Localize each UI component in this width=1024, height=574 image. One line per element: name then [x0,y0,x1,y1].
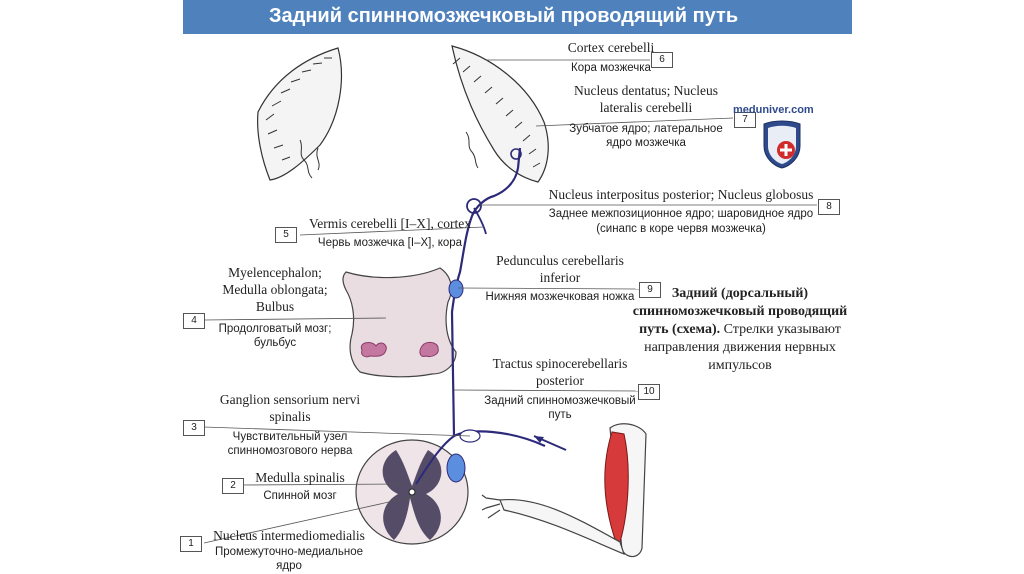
label-8-russian-line1: Заднее межпозиционное ядро; шаровидное я… [545,207,817,221]
label-4-russian-line1: Продолговатый мозг; [210,322,340,336]
label-4-russian-line2: бульбус [210,336,340,350]
figure-caption: Задний (дорсальный) спинномозжечковый пр… [620,285,860,375]
label-2-russian: Спинной мозг [245,489,355,503]
olive-left [361,343,386,357]
posterior-tract-marker [447,454,465,482]
label-9-latin-line2: inferior [480,270,640,286]
label-4-latin-line2: Medulla oblongata; [210,282,340,298]
hand [482,495,500,518]
label-10-russian-line1: Задний спинномозжечковый [482,394,638,408]
label-8-russian-line2: (синапс в коре червя мозжечка) [545,222,817,236]
label-3-latin-line2: spinalis [210,409,370,425]
label-4-latin-line3: Bulbus [210,299,340,315]
label-8-number: 8 [818,199,840,215]
label-7-russian-line2: ядро мозжечка [556,136,736,150]
label-3-number: 3 [183,420,205,436]
label-10-latin-line1: Tractus spinocerebellaris [482,356,638,372]
forearm-bones [500,500,624,554]
label-4-number: 4 [183,313,205,329]
label-3-russian-line1: Чувствительный узел [210,430,370,444]
cerebellum-left-hemisphere [258,48,342,180]
label-2-number: 2 [222,478,244,494]
label-5-number: 5 [275,227,297,243]
label-6-russian: Кора мозжечка [556,61,666,75]
cerebellum-right-hemisphere [452,46,548,182]
label-5-russian: Червь мозжечка [I–X], кора [300,236,480,250]
label-10-latin-line2: posterior [482,373,638,389]
label-7-russian-line1: Зубчатое ядро; латеральное [556,122,736,136]
label-8-latin: Nucleus interpositus posterior; Nucleus … [545,187,817,203]
label-10-number: 10 [638,384,660,400]
label-4-latin-line1: Myelencephalon; [210,265,340,281]
label-6-latin: Cortex cerebelli [556,40,666,56]
shield-logo-icon [760,118,804,170]
label-10-russian-line2: путь [482,408,638,422]
label-5-latin: Vermis cerebelli [I–X], cortex [300,216,480,232]
label-7-latin-line1: Nucleus dentatus; Nucleus [556,83,736,99]
label-7-latin-line2: lateralis cerebelli [556,100,736,116]
label-1-russian-line1: Промежуточно-медиальное [204,545,374,559]
olive-right [420,342,438,356]
label-3-russian-line2: спинномозгового нерва [210,444,370,458]
label-1-latin: Nucleus intermediomedialis [204,528,374,544]
label-6-number: 6 [651,52,673,68]
label-9-latin-line1: Pedunculus cerebellaris [480,253,640,269]
label-1-number: 1 [180,536,202,552]
label-2-latin: Medulla spinalis [245,470,355,486]
label-3-latin-line1: Ganglion sensorium nervi [210,392,370,408]
watermark-text: meduniver.com [733,104,814,116]
medulla-oblongata [343,268,456,377]
inferior-peduncle-marker [449,280,463,298]
label-1-russian-line2: ядро [204,559,374,573]
label-9-russian: Нижняя мозжечковая ножка [480,290,640,304]
